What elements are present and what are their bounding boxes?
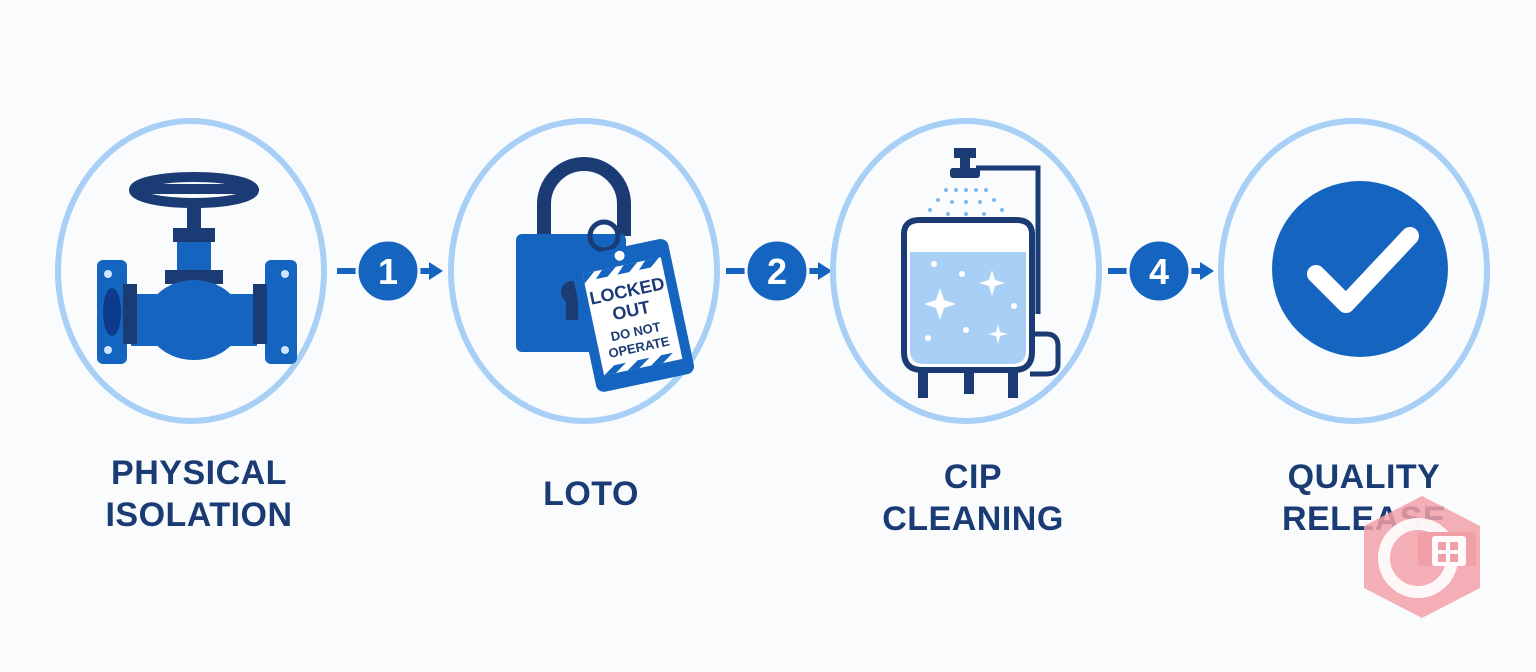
- step-1-label-line-2: ISOLATION: [105, 496, 293, 534]
- step-3-circle: [830, 118, 1102, 424]
- step-4-circle: [1218, 118, 1490, 424]
- arrow-head-icon: [818, 262, 832, 280]
- step-1-circle: [55, 118, 327, 424]
- gate-valve-icon: [97, 172, 297, 364]
- step-4-label-line-1: QUALITY: [1287, 458, 1441, 496]
- connector-3: 4: [1108, 238, 1214, 304]
- connector-number: 4: [1149, 251, 1169, 292]
- connector-number: 1: [378, 251, 398, 292]
- checkmark-icon: [1272, 181, 1448, 357]
- connector-2: 2: [726, 238, 832, 304]
- step-3-label-line-1: CIP: [943, 458, 1003, 496]
- step-2-circle: LOCKED OUT DO NOT OPERATE: [448, 118, 720, 424]
- step-1-label: PHYSICAL ISOLATION: [49, 452, 349, 536]
- arrow-head-icon: [429, 262, 443, 280]
- step-2-label-line-1: LOTO: [543, 475, 639, 513]
- cip-tank-icon: [901, 148, 1061, 398]
- step-1-label-line-1: PHYSICAL: [111, 454, 287, 492]
- arrow-head-icon: [1200, 262, 1214, 280]
- connector-number: 2: [767, 251, 787, 292]
- connector-1: 1: [337, 238, 443, 304]
- step-3-label-line-2: CLEANING: [882, 500, 1064, 538]
- step-3-label: CIP CLEANING: [823, 456, 1123, 540]
- step-2-label: LOTO: [441, 473, 741, 515]
- watermark-logo-icon: [1364, 496, 1480, 618]
- padlock-tag-icon: LOCKED OUT DO NOT OPERATE: [516, 157, 695, 392]
